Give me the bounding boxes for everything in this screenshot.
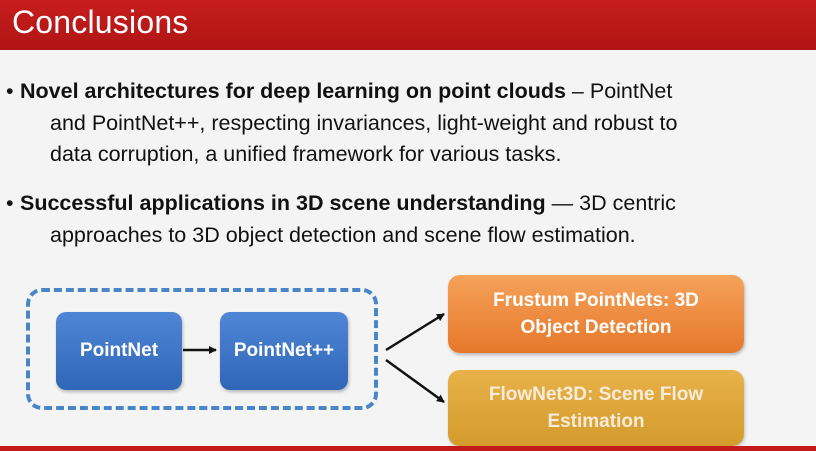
- bullet-dot: •: [6, 79, 14, 103]
- bullet-text: — 3D centric: [545, 191, 676, 215]
- frustum-pointnets-block: Frustum PointNets: 3D Object Detection: [448, 275, 744, 353]
- bullet-text: – PointNet: [565, 79, 673, 103]
- arrow-to-flownet3d: [385, 358, 445, 404]
- frustum-label-line2: Object Detection: [520, 317, 672, 338]
- pointnet-block: PointNet: [56, 312, 182, 390]
- pointnetpp-label: PointNet++: [233, 340, 335, 361]
- slide-title: Conclusions: [12, 4, 189, 40]
- arrow-to-frustum: [385, 312, 445, 352]
- bullet-bold-text: Successful applications in 3D scene unde…: [20, 191, 546, 215]
- bullet-bold-text: Novel architectures for deep learning on…: [20, 79, 566, 103]
- pointnet-group-box: [26, 288, 378, 410]
- bullet-dot: •: [6, 191, 14, 215]
- bottom-strip: [0, 446, 816, 451]
- flownet-label-line1: FlowNet3D: Scene Flow: [488, 384, 704, 405]
- bullet-continuation: approaches to 3D object detection and sc…: [50, 223, 636, 247]
- pointnetpp-block: PointNet++: [220, 312, 348, 390]
- bullet-continuation: and PointNet++, respecting invariances, …: [50, 111, 678, 135]
- bullet-item: • Successful applications in 3D scene un…: [6, 188, 816, 252]
- bullet-line: Successful applications in 3D scene unde…: [20, 188, 676, 218]
- bullet-continuation: data corruption, a unified framework for…: [50, 142, 562, 166]
- frustum-label-line1: Frustum PointNets: 3D: [493, 290, 699, 311]
- bullet-line: Novel architectures for deep learning on…: [20, 76, 672, 106]
- flownet-label-line2: Estimation: [547, 411, 645, 432]
- flownet3d-block: FlowNet3D: Scene Flow Estimation: [448, 370, 744, 446]
- title-bar: Conclusions: [0, 0, 816, 50]
- bullet-item: • Novel architectures for deep learning …: [6, 76, 816, 171]
- pointnet-label: PointNet: [79, 340, 159, 361]
